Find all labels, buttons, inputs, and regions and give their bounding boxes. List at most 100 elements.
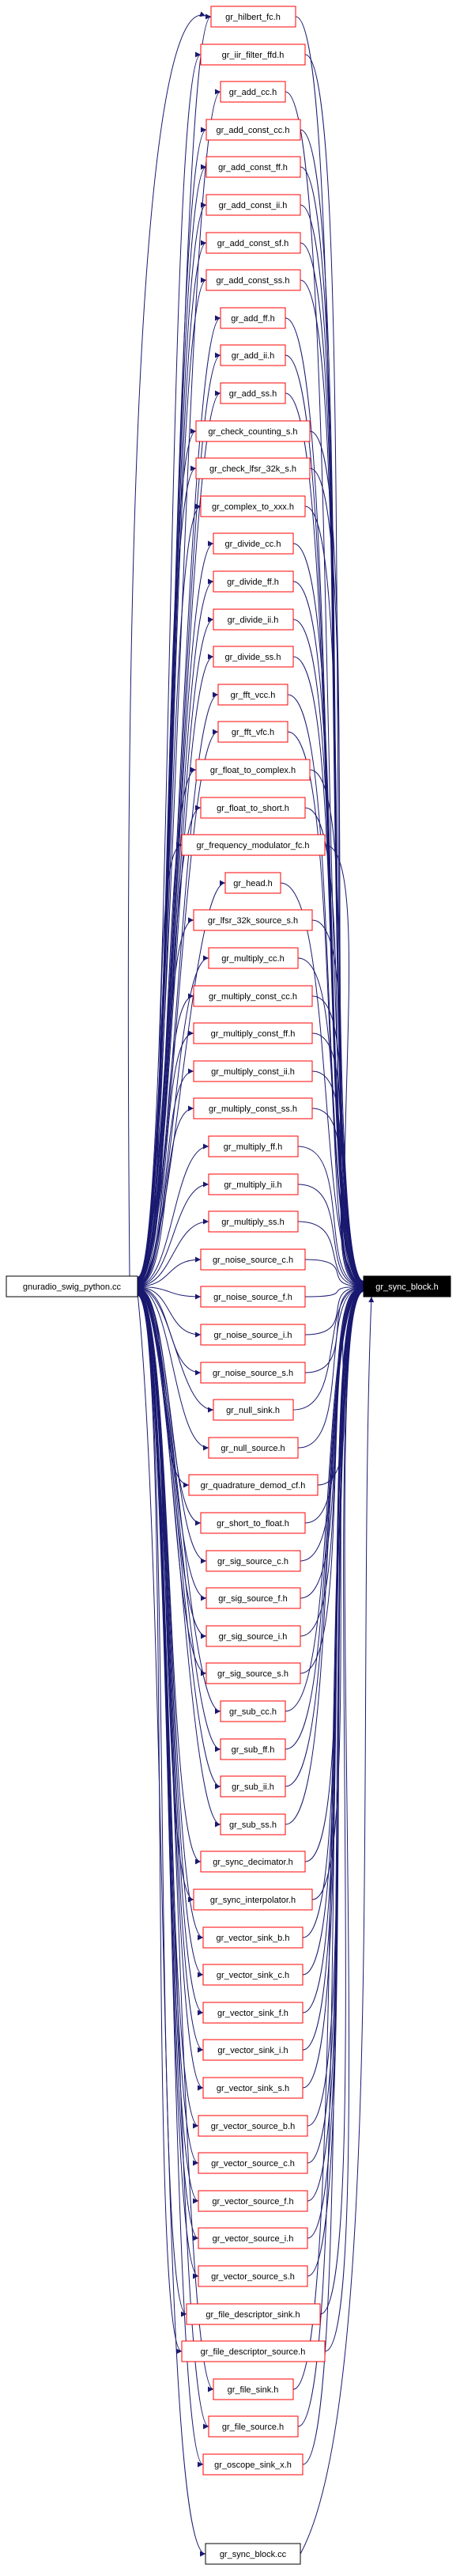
header-node[interactable]: gr_add_const_ii.h [205, 194, 301, 216]
header-node[interactable]: gr_noise_source_c.h [200, 1248, 306, 1271]
header-node[interactable]: gr_add_cc.h [220, 81, 286, 103]
header-node-label: gr_complex_to_xxx.h [212, 502, 294, 512]
edge-source-to-header [137, 1288, 207, 1564]
header-node[interactable]: gr_divide_cc.h [213, 532, 294, 555]
header-node-box [200, 1362, 306, 1384]
header-node[interactable]: gr_vector_sink_f.h [202, 2002, 304, 2024]
header-node[interactable]: gr_add_const_sf.h [205, 232, 301, 254]
header-node[interactable]: gr_check_counting_s.h [195, 420, 311, 442]
header-node-label: gr_sig_source_c.h [217, 1557, 288, 1566]
header-node[interactable]: gr_fft_vcc.h [217, 684, 288, 706]
header-node[interactable]: gr_multiply_const_ii.h [193, 1060, 313, 1082]
header-node-label: gr_multiply_const_ff.h [211, 1029, 296, 1039]
header-node[interactable]: gr_vector_sink_b.h [202, 1926, 304, 1949]
edge-source-to-header [137, 277, 207, 1280]
header-node[interactable]: gr_vector_sink_c.h [202, 1964, 304, 1986]
header-node[interactable]: gr_sig_source_i.h [205, 1625, 301, 1647]
header-node[interactable]: gr_multiply_ii.h [208, 1173, 299, 1195]
edge-source-to-header [137, 1290, 221, 1828]
header-node[interactable]: gr_vector_sink_s.h [202, 2077, 304, 2099]
header-node[interactable]: gr_file_sink.h [213, 2378, 294, 2400]
header-node[interactable]: gr_sig_source_c.h [205, 1550, 301, 1572]
edge-header-to-target [285, 1285, 364, 1712]
header-node[interactable]: gr_oscope_sink_x.h [202, 2453, 304, 2476]
header-node[interactable]: gr_multiply_ff.h [208, 1135, 299, 1157]
header-node[interactable]: gr_vector_source_b.h [198, 2115, 308, 2137]
source-node[interactable]: gnuradio_swig_python.cc [6, 1275, 138, 1297]
header-node[interactable]: gr_add_ss.h [220, 382, 286, 404]
header-node[interactable]: gr_float_to_complex.h [195, 759, 311, 781]
header-node-box [198, 2265, 308, 2287]
header-node-label: gr_add_cc.h [229, 88, 277, 97]
header-node-label: gr_sub_ss.h [229, 1820, 277, 1830]
header-node[interactable]: gr_null_sink.h [213, 1399, 294, 1421]
header-node[interactable]: gr_check_lfsr_32k_s.h [195, 457, 311, 479]
header-node-label: gr_vector_sink_s.h [217, 2084, 289, 2093]
header-node-box [208, 1210, 299, 1233]
header-node-box [200, 1512, 306, 1534]
header-node[interactable]: gr_null_source.h [208, 1437, 299, 1459]
header-node[interactable]: gr_sync_interpolator.h [193, 1888, 313, 1911]
header-node[interactable]: gr_multiply_ss.h [208, 1210, 299, 1233]
header-node[interactable]: gr_add_ff.h [220, 307, 286, 329]
header-node-box [213, 532, 294, 555]
header-node-label: gr_check_counting_s.h [208, 427, 297, 437]
header-node[interactable]: gr_divide_ff.h [213, 570, 294, 593]
header-node[interactable]: gr_vector_sink_i.h [202, 2039, 304, 2061]
header-node[interactable]: gr_sig_source_f.h [205, 1587, 301, 1609]
header-node-box [200, 1286, 306, 1308]
header-node[interactable]: gr_short_to_float.h [200, 1512, 306, 1534]
header-node[interactable]: gr_sub_ff.h [220, 1738, 286, 1760]
header-node[interactable]: gr_noise_source_f.h [200, 1286, 306, 1308]
header-node-box [198, 2115, 308, 2137]
bottom-node[interactable]: gr_sync_block.cc [205, 2543, 301, 2565]
header-node[interactable]: gr_add_const_ff.h [205, 156, 301, 178]
header-node[interactable]: gr_multiply_cc.h [208, 947, 299, 969]
header-node-box [205, 156, 301, 178]
edge-source-to-header [137, 540, 214, 1282]
header-node-box [220, 1700, 286, 1722]
header-node[interactable]: gr_fft_vfc.h [217, 721, 288, 743]
header-node[interactable]: gr_add_ii.h [220, 344, 286, 366]
header-node[interactable]: gr_add_const_ss.h [205, 269, 301, 291]
edge-source-to-header [137, 503, 202, 1282]
header-node[interactable]: gr_divide_ii.h [213, 608, 294, 631]
edge-source-to-header [137, 1030, 194, 1286]
header-node-label: gr_noise_source_i.h [213, 1331, 292, 1340]
header-node[interactable]: gr_sub_ii.h [220, 1775, 286, 1798]
header-node[interactable]: gr_frequency_modulator_fc.h [181, 834, 326, 856]
header-node[interactable]: gr_divide_ss.h [213, 646, 294, 668]
edge-source-to-header [137, 578, 214, 1282]
header-node[interactable]: gr_vector_source_c.h [198, 2152, 308, 2174]
header-node[interactable]: gr_complex_to_xxx.h [200, 495, 306, 517]
header-node[interactable]: gr_quadrature_demod_cf.h [188, 1474, 319, 1496]
header-node[interactable]: gr_multiply_const_cc.h [193, 985, 313, 1007]
header-node[interactable]: gr_lfsr_32k_source_s.h [193, 909, 313, 931]
header-node[interactable]: gr_vector_source_f.h [198, 2190, 308, 2212]
header-node[interactable]: gr_head.h [224, 872, 281, 894]
header-node[interactable]: gr_sig_source_s.h [205, 1662, 301, 1684]
header-node[interactable]: gr_add_const_cc.h [205, 119, 301, 141]
edge-source-to-header [137, 1286, 214, 1413]
header-node[interactable]: gr_multiply_const_ss.h [193, 1097, 313, 1119]
header-node[interactable]: gr_sub_cc.h [220, 1700, 286, 1722]
header-node[interactable]: gr_multiply_const_ff.h [193, 1022, 313, 1044]
header-node[interactable]: gr_iir_filter_ffd.h [200, 44, 306, 66]
header-node[interactable]: gr_noise_source_s.h [200, 1362, 306, 1384]
header-node-box [224, 872, 281, 894]
header-node[interactable]: gr_hilbert_fc.h [210, 6, 296, 28]
target-node[interactable]: gr_sync_block.h [363, 1275, 451, 1297]
header-node[interactable]: gr_vector_source_i.h [198, 2227, 308, 2249]
header-node[interactable]: gr_sync_decimator.h [200, 1851, 306, 1873]
header-node[interactable]: gr_sub_ss.h [220, 1813, 286, 1835]
header-node[interactable]: gr_noise_source_i.h [200, 1324, 306, 1346]
edge-source-to-header [137, 842, 183, 1284]
header-node[interactable]: gr_vector_source_s.h [198, 2265, 308, 2287]
header-node[interactable]: gr_file_descriptor_sink.h [186, 2303, 321, 2325]
header-node[interactable]: gr_file_descriptor_source.h [181, 2340, 326, 2362]
header-node[interactable]: gr_file_source.h [208, 2415, 299, 2438]
header-node-label: gr_vector_source_c.h [211, 2159, 295, 2169]
edge-source-to-header [137, 1290, 204, 1941]
header-node[interactable]: gr_float_to_short.h [200, 797, 306, 819]
